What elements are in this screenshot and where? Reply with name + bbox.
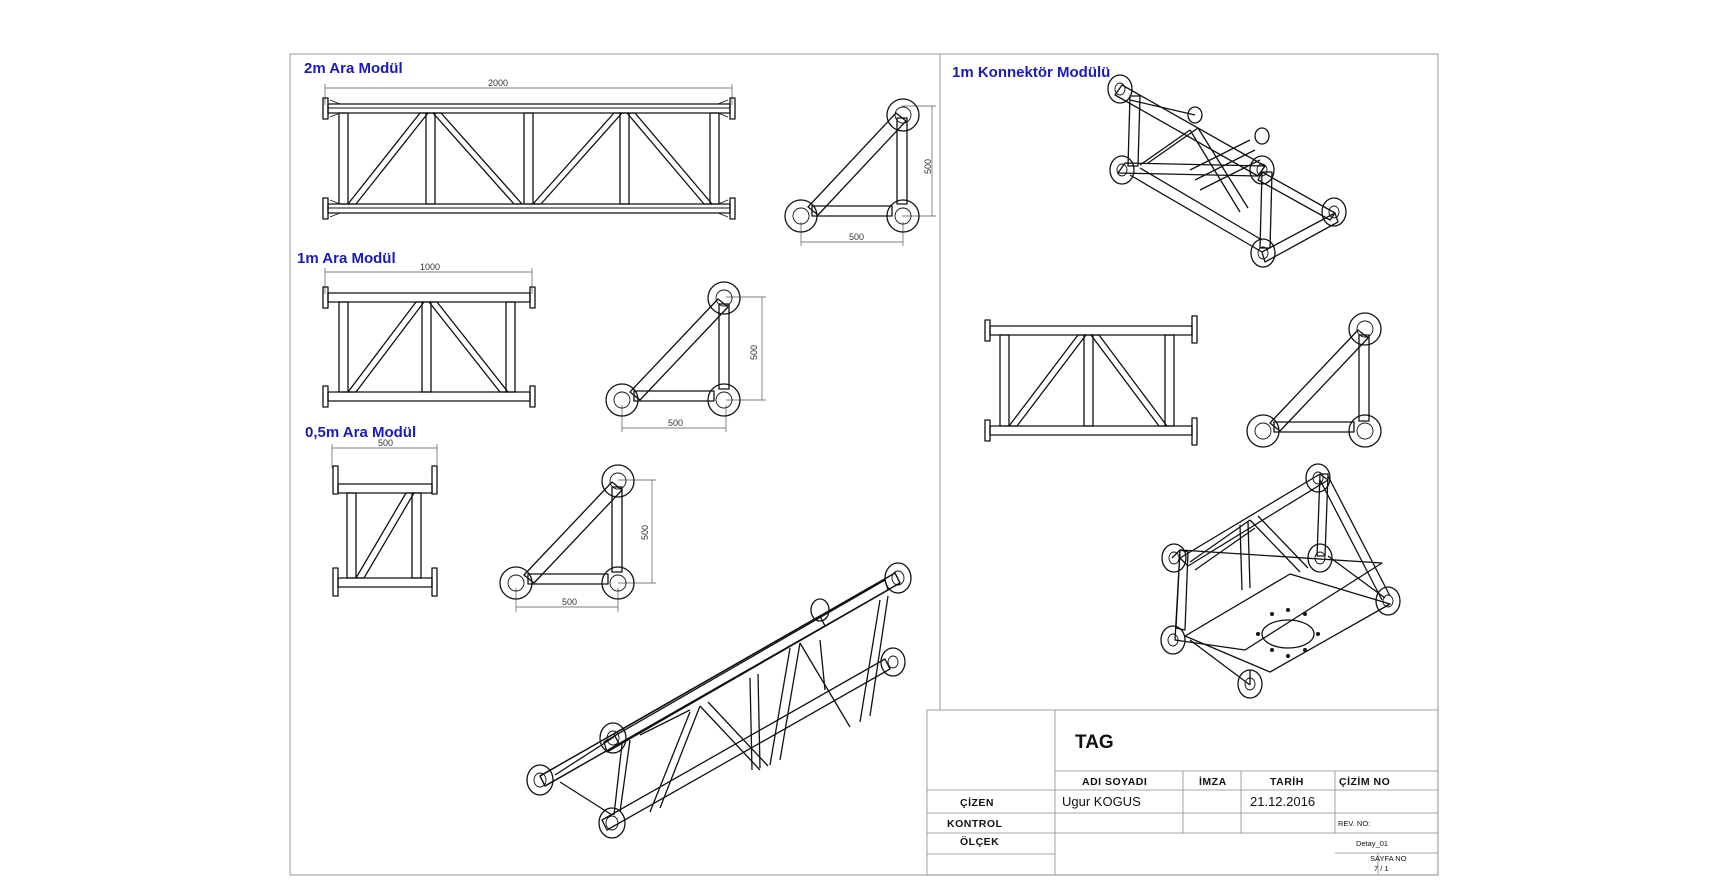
dim-2m-length: 2000 [488,78,508,88]
dim-1m-length: 1000 [420,262,440,272]
row-checked: KONTROL [947,818,1002,830]
view-title-05m: 0,5m Ara Modül [305,424,416,441]
dim-1m-width: 500 [668,418,683,428]
view-connector-module: 1m Konnektör Modülü [952,64,1401,699]
row-scale: ÖLÇEK [960,835,999,848]
connector-isometric-top [1107,74,1347,268]
company-name: TAG [1075,732,1114,753]
dim-05m-width: 500 [562,597,577,607]
view-title-connector: 1m Konnektör Modülü [952,64,1110,81]
header-date: TARİH [1270,775,1304,788]
rev-no-label: REV. NO: [1338,819,1370,828]
dim-2m-height: 500 [923,159,933,174]
sheet-border [289,53,1439,876]
view-05m-module: 0,5m Ara Modül 500 500 500 [305,424,656,612]
connector-side-view [984,315,1198,446]
dim-05m-height: 500 [640,525,650,540]
sheet-no-label: SAYFA NO [1370,854,1407,863]
drawing-no-value: Detay_01 [1356,839,1388,848]
header-drawing-no: ÇİZİM NO [1339,775,1390,788]
dim-1m-height: 500 [749,345,759,360]
date-value: 21.12.2016 [1250,794,1315,809]
view-title-1m: 1m Ara Modül [297,250,396,267]
view-1m-module: 1m Ara Modül 1000 500 500 [297,250,766,432]
dim-05m-length: 500 [378,438,393,448]
view-2m-module: 2m Ara Modül 2000 [304,60,936,246]
connector-isometric-bottom [1160,463,1401,699]
drawn-by-value: Ugur KOGUS [1062,794,1141,809]
dim-2m-width: 500 [849,232,864,242]
sheet-no-value: 7 / 1 [1374,864,1389,873]
connector-section-view [1246,312,1382,448]
header-signature: İMZA [1199,775,1227,788]
header-name: ADI SOYADI [1082,776,1147,788]
view-2m-isometric [526,562,912,839]
view-title-2m: 2m Ara Modül [304,60,403,77]
title-block: TAG ADI SOYADI İMZA TARİH ÇİZİM NO ÇİZEN… [926,709,1439,876]
row-drawn: ÇİZEN [960,796,994,809]
